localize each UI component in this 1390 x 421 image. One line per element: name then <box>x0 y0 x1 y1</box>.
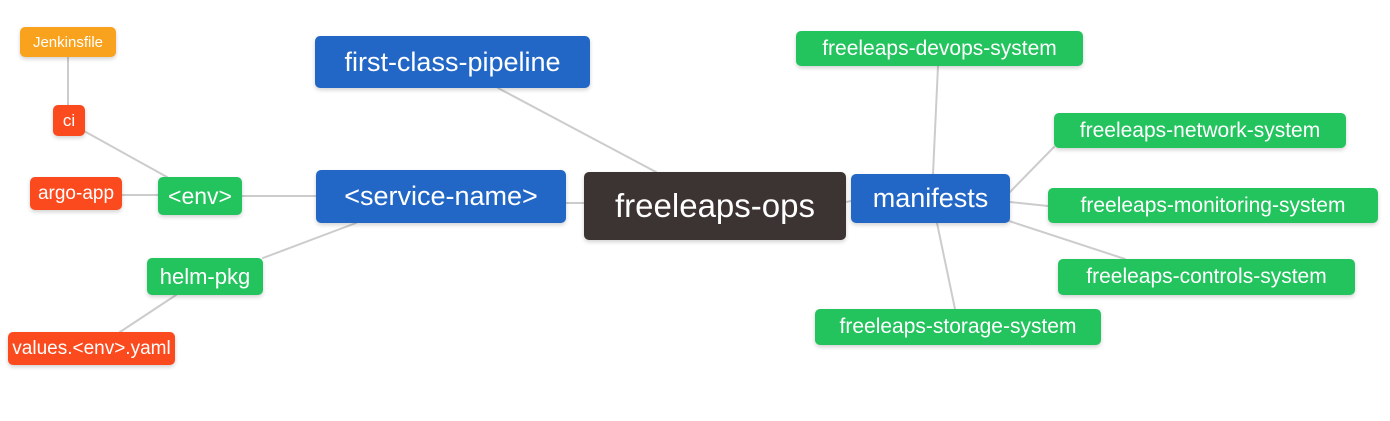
edge-manifests-to-network-system <box>1009 146 1055 193</box>
mindmap-node-monitoring-system[interactable]: freeleaps-monitoring-system <box>1048 188 1378 223</box>
edge-ci-to-env <box>83 130 168 178</box>
edge-freeleaps-ops-to-manifests <box>845 200 852 203</box>
edge-manifests-to-devops-system <box>932 65 939 175</box>
edge-manifests-to-controls-system <box>1008 220 1126 260</box>
edge-values-env-yaml-to-helm-pkg <box>119 294 177 333</box>
mindmap-node-values-env-yaml[interactable]: values.<env>.yaml <box>8 332 175 365</box>
mindmap-node-service-name[interactable]: <service-name> <box>316 170 566 223</box>
mindmap-node-env[interactable]: <env> <box>158 177 242 215</box>
mindmap-node-first-class-pipeline[interactable]: first-class-pipeline <box>315 36 590 88</box>
mindmap-node-helm-pkg[interactable]: helm-pkg <box>147 258 263 295</box>
mindmap-node-controls-system[interactable]: freeleaps-controls-system <box>1058 259 1355 295</box>
mindmap-node-argo-app[interactable]: argo-app <box>30 177 122 210</box>
edge-manifests-to-monitoring-system <box>1009 201 1049 207</box>
edge-manifests-to-storage-system <box>936 222 956 310</box>
mindmap-node-jenkinsfile[interactable]: Jenkinsfile <box>20 27 116 57</box>
mindmap-node-devops-system[interactable]: freeleaps-devops-system <box>796 31 1083 66</box>
edge-first-class-pipeline-to-freeleaps-ops <box>497 87 657 173</box>
mindmap-node-manifests[interactable]: manifests <box>851 174 1010 223</box>
edge-helm-pkg-to-service-name <box>262 222 357 259</box>
mindmap-node-network-system[interactable]: freeleaps-network-system <box>1054 113 1346 148</box>
mindmap-node-storage-system[interactable]: freeleaps-storage-system <box>815 309 1101 345</box>
mindmap-node-freeleaps-ops[interactable]: freeleaps-ops <box>584 172 846 240</box>
mindmap-node-ci[interactable]: ci <box>53 105 85 136</box>
